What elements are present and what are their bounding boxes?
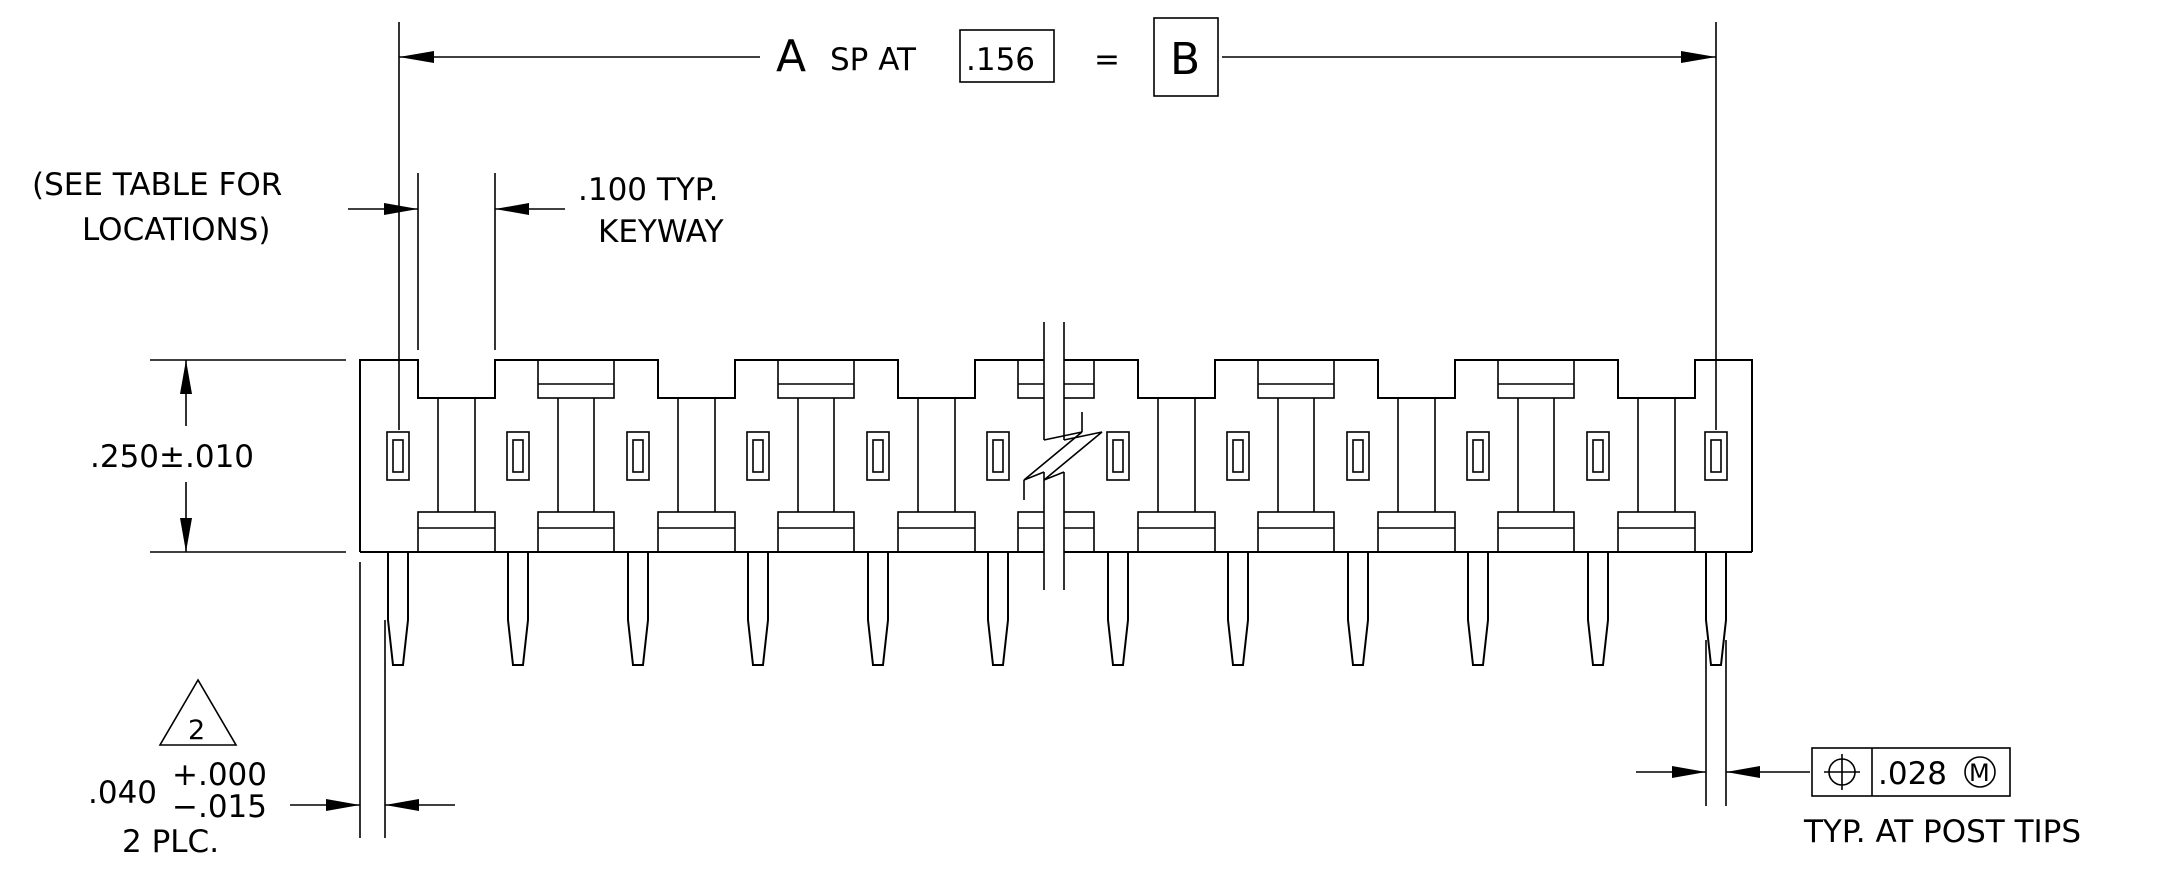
dim-equals: = xyxy=(1094,42,1120,78)
pin-width-base: .040 xyxy=(88,775,157,811)
pin-12 xyxy=(1704,431,1728,666)
pin-3 xyxy=(626,431,650,666)
b-box xyxy=(1153,17,1219,97)
pin-tol-plus: +.000 xyxy=(172,757,267,793)
mmc-circle xyxy=(1964,756,1996,788)
pin-9 xyxy=(1346,431,1370,666)
pin-places: 2 PLC. xyxy=(122,824,219,860)
see-table-line2: LOCATIONS) xyxy=(82,212,270,248)
pin-6 xyxy=(986,431,1010,666)
dim-b: B xyxy=(1170,34,1200,85)
mmc-symbol: M xyxy=(1969,759,1990,787)
post-tips-note: TYP. AT POST TIPS xyxy=(1803,814,2081,850)
see-table-line1: (SEE TABLE FOR xyxy=(32,167,282,203)
dim-sp-at: SP AT xyxy=(830,42,917,78)
pitch-box xyxy=(959,29,1055,83)
keyway-dim: .100 TYP. xyxy=(578,172,718,208)
pin-width-dimension: 2 .040 +.000 −.015 2 PLC. xyxy=(88,562,455,860)
keyway-label: KEYWAY xyxy=(598,214,724,250)
position-tol-value: .028 xyxy=(1878,756,1947,792)
position-symbol-icon xyxy=(1824,754,1860,790)
pin-7 xyxy=(1106,431,1130,666)
pin-tol-minus: −.015 xyxy=(172,789,267,825)
fcf-box xyxy=(1811,747,2011,797)
pin-2 xyxy=(506,431,530,666)
height-dimension: .250±.010 xyxy=(90,359,346,553)
note-triangle xyxy=(158,678,238,746)
pin-5 xyxy=(866,431,890,666)
pin-4 xyxy=(746,431,770,666)
overall-length-dimension: A SP AT .156 = B xyxy=(398,17,1717,430)
break-symbol xyxy=(1023,322,1103,590)
pin-11 xyxy=(1586,431,1610,666)
keyway-dimension: (SEE TABLE FOR LOCATIONS) .100 TYP. KEYW… xyxy=(32,167,724,350)
pin-1 xyxy=(386,431,410,666)
position-tolerance: .028 M TYP. AT POST TIPS xyxy=(1636,640,2081,850)
dim-pitch: .156 xyxy=(966,42,1035,78)
pin-10 xyxy=(1466,431,1490,666)
dim-a: A xyxy=(776,31,806,82)
note-number: 2 xyxy=(188,715,205,746)
pins xyxy=(386,431,1728,666)
pin-8 xyxy=(1226,431,1250,666)
height-dim: .250±.010 xyxy=(90,439,254,475)
